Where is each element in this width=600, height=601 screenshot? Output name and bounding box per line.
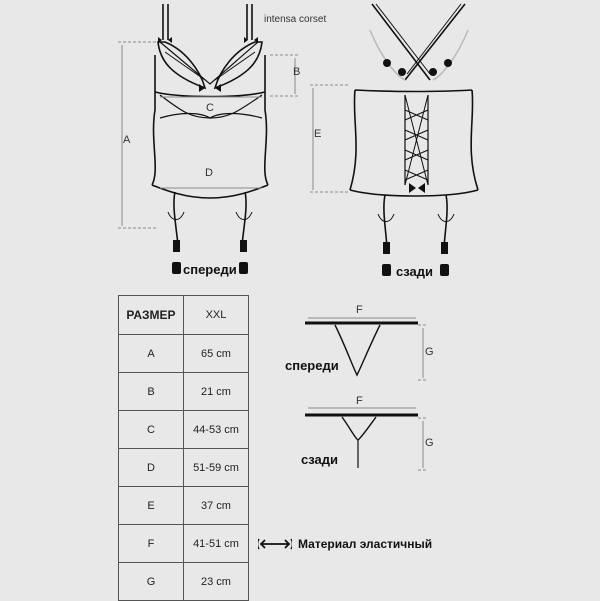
table-row: B 21 cm xyxy=(118,372,249,411)
row-letter: C xyxy=(118,410,184,449)
dimension-label-a: A xyxy=(123,134,131,146)
table-row: G 23 cm xyxy=(118,562,249,601)
row-value: 41-51 cm xyxy=(183,524,249,563)
table-row: D 51-59 cm xyxy=(118,448,249,487)
elastic-arrows-icon xyxy=(258,538,292,550)
row-letter: B xyxy=(118,372,184,411)
row-value: 21 cm xyxy=(183,372,249,411)
xxl-column-header: XXL xyxy=(183,295,249,335)
thong-back-drawing xyxy=(305,413,418,468)
row-letter: D xyxy=(118,448,184,487)
product-name: intensa corset xyxy=(264,14,327,25)
dimension-label-f-back: F xyxy=(356,395,363,407)
size-table: РАЗМЕР XXL A 65 cm B 21 cm C 44-53 cm D … xyxy=(118,295,249,601)
table-row: C 44-53 cm xyxy=(118,410,249,449)
legend-text: Материал эластичный xyxy=(298,537,433,551)
row-value: 51-59 cm xyxy=(183,448,249,487)
table-row: E 37 cm xyxy=(118,486,249,525)
dimension-label-e: E xyxy=(314,128,322,140)
front-view-label: спереди xyxy=(183,262,237,277)
table-row: A 65 cm xyxy=(118,334,249,373)
dimension-label-g-front: G xyxy=(425,346,434,358)
dimension-label-b: B xyxy=(293,66,301,78)
dimension-label-f-front: F xyxy=(356,304,363,316)
row-value: 44-53 cm xyxy=(183,410,249,449)
size-column-header: РАЗМЕР xyxy=(118,295,184,335)
back-view-label: сзади xyxy=(396,264,433,279)
thong-back-label: сзади xyxy=(301,452,338,467)
row-value: 23 cm xyxy=(183,562,249,601)
size-table-header-row: РАЗМЕР XXL xyxy=(118,295,249,335)
row-letter: E xyxy=(118,486,184,525)
front-corset-drawing xyxy=(151,4,269,246)
dimension-label-g-back: G xyxy=(425,437,434,449)
elastic-legend: Материал эластичный xyxy=(258,537,432,551)
table-row: F 41-51 cm xyxy=(118,524,249,563)
row-letter: A xyxy=(118,334,184,373)
dimension-label-c: C xyxy=(206,102,214,114)
row-value: 37 cm xyxy=(183,486,249,525)
dimension-label-d: D xyxy=(205,167,213,179)
thong-front-label: спереди xyxy=(285,358,339,373)
back-corset-drawing xyxy=(349,3,479,249)
row-letter: G xyxy=(118,562,184,601)
thong-front-drawing xyxy=(305,321,418,377)
row-value: 65 cm xyxy=(183,334,249,373)
row-letter: F xyxy=(118,524,184,563)
